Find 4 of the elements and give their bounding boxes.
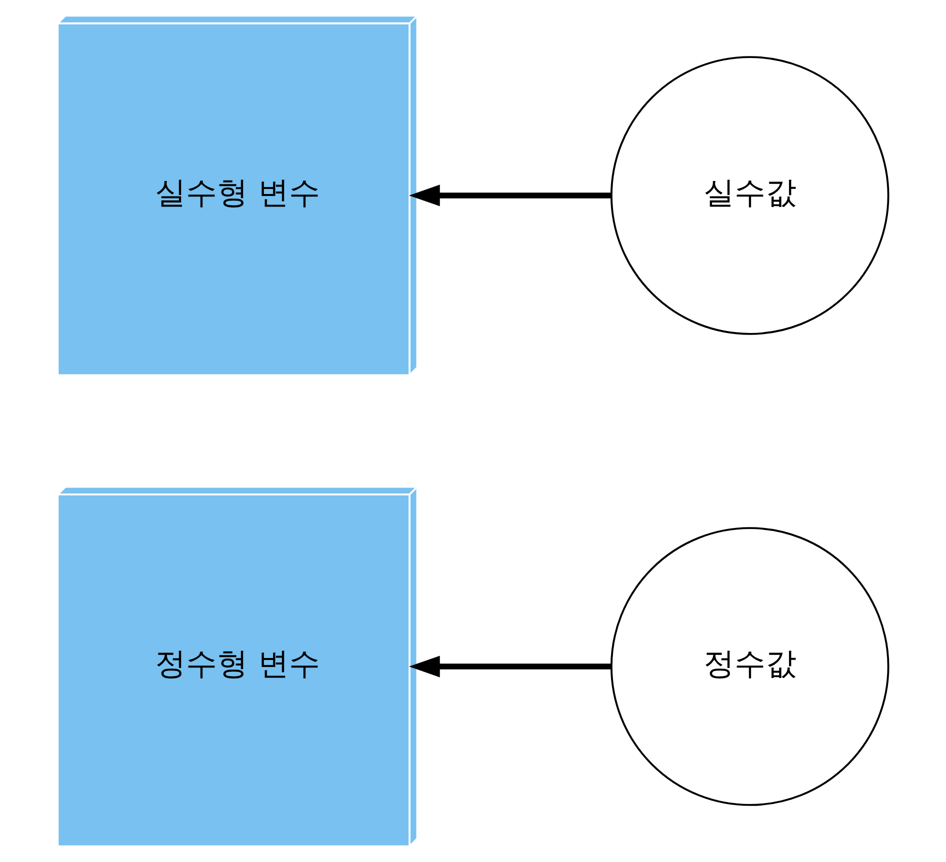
node-circle: 정수값 xyxy=(610,527,890,806)
node-circle: 실수값 xyxy=(610,56,890,335)
arrow xyxy=(409,656,611,678)
arrow xyxy=(409,184,611,206)
